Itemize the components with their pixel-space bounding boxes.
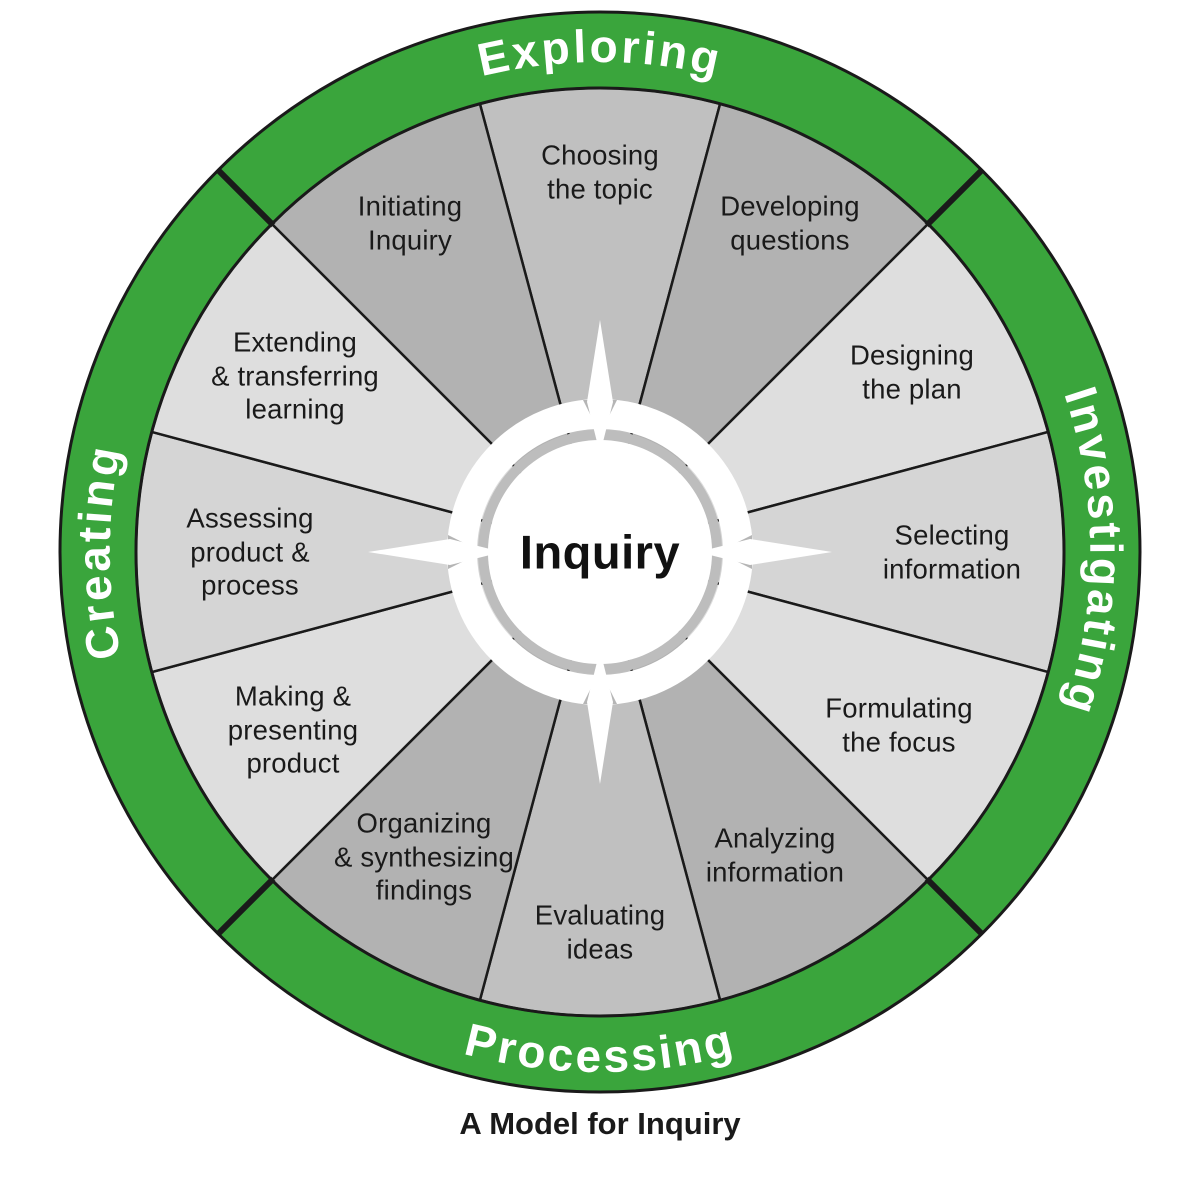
center-disc [488, 440, 712, 664]
inner-wheel-rim [134, 86, 1066, 1018]
segment-label-developing-questions: Developing questions [720, 190, 860, 255]
phase-divider-upper-left [215, 167, 276, 228]
phase-divider-lower-left [215, 876, 276, 937]
segment-label-choosing-the-topic: Choosing the topic [541, 139, 659, 204]
segment-label-extending-transferring-learning: Extending & transferring learning [211, 326, 379, 425]
phase-divider-lower-right [924, 876, 985, 937]
segment-label-formulating-the-focus: Formulating the focus [825, 692, 973, 757]
star-spike-south [587, 650, 613, 784]
compass-star-icon [368, 320, 832, 784]
segment-label-initiating-inquiry: Initiating Inquiry [357, 190, 463, 255]
segment-label-evaluating-ideas: Evaluating ideas [534, 899, 666, 964]
segment-label-designing-the-plan: Designing the plan [849, 339, 975, 404]
segment-label-organizing-synthesizing-findings: Organizing & synthesizing findings [333, 807, 515, 906]
segment-label-assessing-product-process: Assessing product & process [186, 502, 314, 601]
segment-label-analyzing-information: Analyzing information [705, 822, 845, 887]
center-label: Inquiry [519, 525, 681, 579]
star-spike-east [698, 539, 832, 565]
phase-divider-lines [215, 167, 985, 937]
segment-label-selecting-information: Selecting information [882, 519, 1022, 584]
star-spike-north [587, 320, 613, 454]
star-spike-west [368, 539, 502, 565]
phase-divider-upper-right [924, 167, 985, 228]
diagram-caption: A Model for Inquiry [459, 1106, 741, 1141]
segment-label-making-presenting-product: Making & presenting product [227, 680, 359, 779]
